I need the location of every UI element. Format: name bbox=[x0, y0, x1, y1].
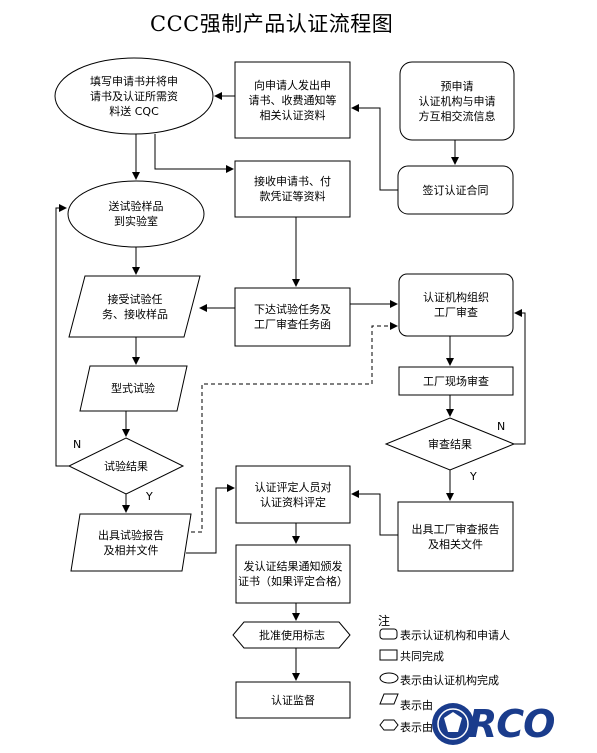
accept-task-shape bbox=[68, 275, 201, 338]
node-test-result: 试验结果 bbox=[104, 459, 148, 473]
node-send-samples: 送试验样品 到实验室 bbox=[108, 200, 164, 228]
organize-audit-shape bbox=[398, 273, 514, 337]
node-pre-application: 预申请 认证机构与申请 方互相交流信息 bbox=[418, 79, 496, 123]
legend-rect-icon bbox=[379, 649, 398, 661]
legend-ellipse-icon bbox=[379, 672, 399, 684]
page-title: CCC强制产品认证流程图 bbox=[150, 12, 394, 36]
node-factory-audit-report: 出具工厂审查报告 及相关文件 bbox=[411, 522, 500, 551]
arrow-test-result-no bbox=[55, 204, 69, 467]
audit-result-no-label: N bbox=[497, 420, 506, 433]
arrow-test-report-dashed-to-organize bbox=[191, 322, 398, 533]
arrow-fill-to-receive bbox=[154, 134, 234, 173]
logo-text: RCO bbox=[468, 702, 555, 746]
node-receive-application: 接收申请书、付 款凭证等资料 bbox=[254, 175, 331, 203]
logo-emblem bbox=[432, 703, 474, 745]
legend-parallelogram-icon bbox=[379, 693, 399, 705]
node-organize-audit: 认证机构组织 工厂审查 bbox=[423, 291, 489, 319]
test-report-shape bbox=[70, 513, 192, 572]
factory-onsite-audit-shape bbox=[398, 366, 514, 396]
test-result-yes-label: Y bbox=[146, 490, 153, 503]
legend-item-text: 表示由 bbox=[400, 721, 433, 734]
node-issue-certificate: 发认证结果通知颁发 证书（如果评定合格） bbox=[238, 560, 348, 588]
fill-application-shape bbox=[54, 57, 214, 135]
arrow-audit-result-no bbox=[514, 309, 526, 445]
arrow-contract-to-send-application bbox=[351, 104, 398, 191]
node-factory-onsite-audit: 工厂现场审查 bbox=[423, 374, 489, 388]
legend-item-text: 表示由 bbox=[400, 699, 433, 712]
node-audit-result: 审查结果 bbox=[428, 437, 472, 451]
pre-application-shape bbox=[399, 61, 515, 141]
issue-tasks-shape bbox=[234, 287, 351, 347]
node-supervision: 认证监督 bbox=[271, 693, 315, 707]
legend-hexagon-icon bbox=[379, 719, 399, 731]
legend-item-text: 表示认证机构和申请人 bbox=[400, 629, 510, 642]
test-result-no-label: N bbox=[73, 438, 82, 451]
approve-mark-shape bbox=[232, 621, 351, 649]
legend-heading: 注 bbox=[378, 614, 391, 628]
node-type-test: 型式试验 bbox=[111, 382, 155, 395]
legend-rounded-rect-icon bbox=[379, 628, 398, 640]
supervision-shape bbox=[235, 681, 351, 719]
node-approve-mark: 批准使用标志 bbox=[259, 628, 325, 642]
node-fill-application: 填写申请书并将申 请书及认证所需资 料送 CQC bbox=[90, 74, 178, 118]
node-evaluation: 认证评定人员对 认证资料评定 bbox=[254, 480, 332, 509]
arrow-factory-report-to-evaluation bbox=[351, 490, 398, 536]
receive-application-shape bbox=[234, 160, 351, 218]
send-application-shape bbox=[234, 61, 351, 139]
node-sign-contract: 签订认证合同 bbox=[422, 183, 489, 197]
node-test-report: 出具试验报告 及相并文件 bbox=[98, 528, 164, 557]
audit-result-yes-label: Y bbox=[470, 470, 477, 483]
factory-audit-report-shape bbox=[397, 501, 514, 572]
issue-certificate-shape bbox=[235, 544, 351, 604]
legend-item-text: 共同完成 bbox=[400, 650, 444, 663]
node-accept-task: 接受试验任 务、接收样品 bbox=[102, 292, 168, 321]
node-issue-tasks: 下达试验任务及 工厂审查任务函 bbox=[254, 303, 331, 331]
arrow-test-report-to-evaluation bbox=[186, 484, 235, 554]
legend-item-text: 表示由认证机构完成 bbox=[400, 674, 499, 687]
node-send-application: 向申请人发出申 请书、收费通知等 相关认证资料 bbox=[248, 78, 337, 122]
type-test-shape bbox=[79, 365, 188, 412]
evaluation-shape bbox=[235, 465, 351, 524]
